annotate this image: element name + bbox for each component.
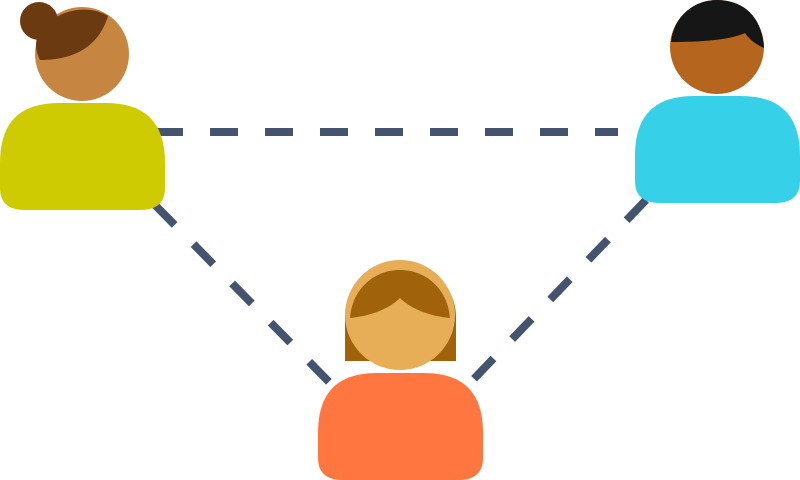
connector-right-bottom [465,197,649,388]
person-right-hair [671,0,764,48]
person-left [0,2,165,210]
person-bottom-hair-fringe [350,270,450,318]
connector-left-bottom [152,202,335,388]
person-right-body [635,96,800,203]
person-left-body [0,103,165,210]
connectors [152,128,649,388]
person-right [635,0,800,203]
person-bottom-body [318,373,483,480]
person-bottom [318,260,483,480]
person-left-hair [36,9,108,60]
